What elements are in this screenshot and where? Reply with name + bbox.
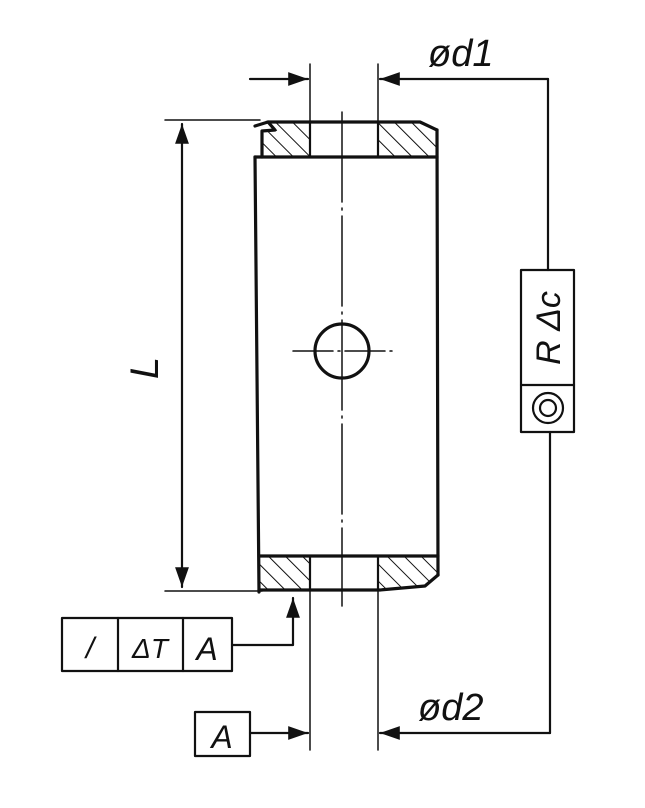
section-hatching [257,120,440,592]
d1-label: ød1 [428,33,493,75]
centerline-and-hole [292,111,393,607]
right-wall-line [435,128,440,577]
length-dimension: L [123,119,263,592]
datum-a-box: A [193,710,252,758]
hatch-top-right [376,120,439,159]
d2-label: ød2 [418,687,483,729]
runout-tolerance-frame: / ΔT A [60,596,300,673]
length-label: L [123,357,167,379]
runout-datum-ref: A [194,631,217,667]
hatch-bottom-right [376,554,440,592]
diameter-top-dimension: ød1 [248,33,550,158]
center-hole [313,322,371,380]
runout-tolerance-value: ΔT [131,633,170,664]
datum-frame [193,710,252,758]
part-body [253,120,440,594]
hatch-bottom-left [257,554,312,592]
diameter-bottom-dimension: ød2 [248,589,552,751]
concentricity-tolerance-value: R Δc [530,291,568,365]
left-wall-line [253,155,261,594]
concentricity-tolerance-frame: R Δc [519,77,576,735]
concentricity-frame-outline [519,268,576,434]
concentricity-icon [531,391,565,425]
runout-leader [230,596,300,647]
runout-icon: / [84,632,97,665]
hatch-top-left [260,120,312,159]
datum-letter: A [209,719,232,755]
